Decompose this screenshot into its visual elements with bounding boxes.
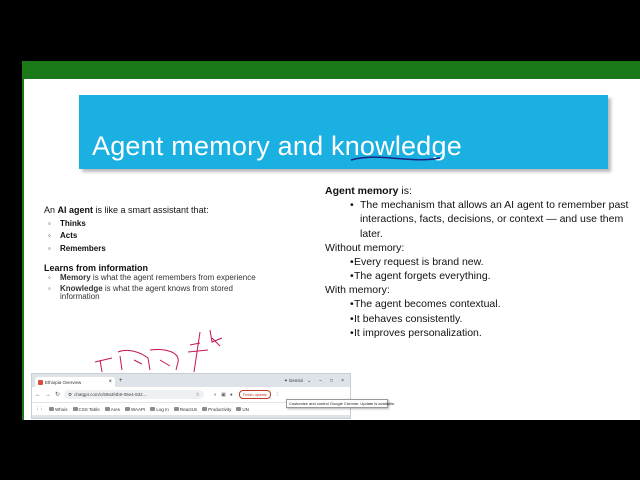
- sparkle-icon: ✦: [284, 377, 288, 383]
- extension-icon[interactable]: ◐: [214, 391, 218, 398]
- minimize-icon[interactable]: –: [319, 377, 323, 384]
- folder-icon: [202, 407, 208, 411]
- folder-icon: [173, 407, 179, 411]
- url-text: chatgpt.com/c/69a3f4b9-05e4-832...: [74, 392, 147, 397]
- left-column: An AI agent is like a smart assistant th…: [44, 205, 274, 304]
- folder-icon: [124, 407, 130, 411]
- reload-icon[interactable]: ↻: [55, 392, 61, 398]
- tab-search-icon[interactable]: ⌄: [307, 377, 312, 384]
- bookmark-item[interactable]: Whois: [49, 407, 68, 412]
- agent-intro: An AI agent is like a smart assistant th…: [44, 205, 209, 215]
- puzzle-icon[interactable]: ▣: [221, 391, 226, 398]
- bookmark-item[interactable]: ReactUs: [173, 407, 197, 412]
- browser-tab[interactable]: Ethiopia Overview ×: [35, 377, 115, 387]
- close-window-icon[interactable]: ×: [341, 377, 344, 384]
- update-tooltip: Customize and control Google Chrome. Upd…: [286, 399, 395, 408]
- bookmark-item[interactable]: UN: [236, 407, 249, 412]
- address-bar[interactable]: ⚙ chatgpt.com/c/69a3f4b9-05e4-832... ☆: [64, 390, 205, 399]
- definitions-list: Memory is what the agent remembers from …: [44, 274, 274, 301]
- list-item: Knowledge is what the agent knows from s…: [44, 284, 274, 302]
- bookmark-item[interactable]: Productivity: [202, 407, 231, 412]
- list-item: Thinks: [44, 219, 274, 229]
- underline-annotation: [350, 156, 441, 161]
- list-item: Memory is what the agent remembers from …: [44, 274, 274, 284]
- list-item: The agent becomes contextual.: [325, 297, 640, 311]
- bookmark-star-icon[interactable]: ☆: [195, 391, 201, 398]
- list-item: Every request is brand new.: [325, 255, 640, 269]
- gemini-label: Gemini: [288, 378, 304, 383]
- window-controls: ⌄ – □ ×: [307, 378, 344, 384]
- apps-icon[interactable]: ⋮⋮: [35, 406, 44, 411]
- presentation-slide: Agent memory and knowledge An AI agent i…: [24, 79, 640, 420]
- menu-icon[interactable]: ⋮: [274, 391, 280, 397]
- maximize-icon[interactable]: □: [330, 377, 334, 384]
- site-info-icon: ⚙: [68, 391, 73, 397]
- list-item: It behaves consistently.: [325, 312, 640, 326]
- folder-icon: [72, 407, 78, 411]
- list-item: Remembers: [44, 244, 274, 254]
- learns-heading: Learns from information: [44, 262, 149, 273]
- abilities-list: Thinks Acts Remembers: [44, 219, 274, 254]
- folder-icon: [236, 407, 242, 411]
- right-column: Agent memory is: The mechanism that allo…: [325, 184, 640, 340]
- tab-title: Ethiopia Overview: [45, 379, 82, 385]
- agent-memory-heading: Agent memory is:: [325, 185, 412, 197]
- bookmark-item[interactable]: CSS Table: [72, 407, 100, 412]
- scribble-annotation: [94, 329, 223, 373]
- new-tab-button[interactable]: +: [119, 377, 123, 384]
- bookmark-item[interactable]: WAAPI: [124, 407, 145, 412]
- finish-update-button[interactable]: Finish update: [238, 390, 271, 399]
- folder-icon: [104, 407, 110, 411]
- browser-window: Ethiopia Overview × + ✦Gemini ⌄ – □ × ← …: [31, 373, 351, 419]
- title-banner: Agent memory and knowledge: [79, 95, 608, 169]
- folder-icon: [49, 407, 54, 411]
- bookmarks-bar: ⋮⋮ Whois CSS Table Ares WAAPI Log In Rea…: [32, 402, 350, 415]
- bookmark-item[interactable]: Log In: [150, 407, 169, 412]
- profile-icon[interactable]: ●: [229, 391, 233, 398]
- browser-toolbar: ← → ↻ ⚙ chatgpt.com/c/69a3f4b9-05e4-832.…: [32, 387, 350, 402]
- forward-icon[interactable]: →: [45, 391, 51, 398]
- back-icon[interactable]: ←: [35, 391, 41, 398]
- list-item: Acts: [44, 231, 274, 241]
- slide-title: Agent memory and knowledge: [92, 131, 462, 161]
- site-favicon-icon: [38, 379, 43, 385]
- list-item: It improves personalization.: [325, 326, 640, 340]
- extension-icons: ◐ ▣ ●: [214, 392, 233, 398]
- folder-icon: [150, 407, 156, 411]
- bookmark-item[interactable]: Ares: [104, 407, 120, 412]
- list-item: The agent forgets everything.: [325, 269, 640, 283]
- definition-item: The mechanism that allows an AI agent to…: [325, 198, 640, 241]
- without-memory-heading: Without memory:: [325, 241, 405, 254]
- close-tab-icon[interactable]: ×: [108, 379, 112, 385]
- tab-strip: Ethiopia Overview × + ✦Gemini ⌄ – □ ×: [32, 374, 350, 387]
- gemini-button[interactable]: ✦Gemini: [284, 378, 303, 384]
- with-memory-heading: With memory:: [325, 284, 390, 297]
